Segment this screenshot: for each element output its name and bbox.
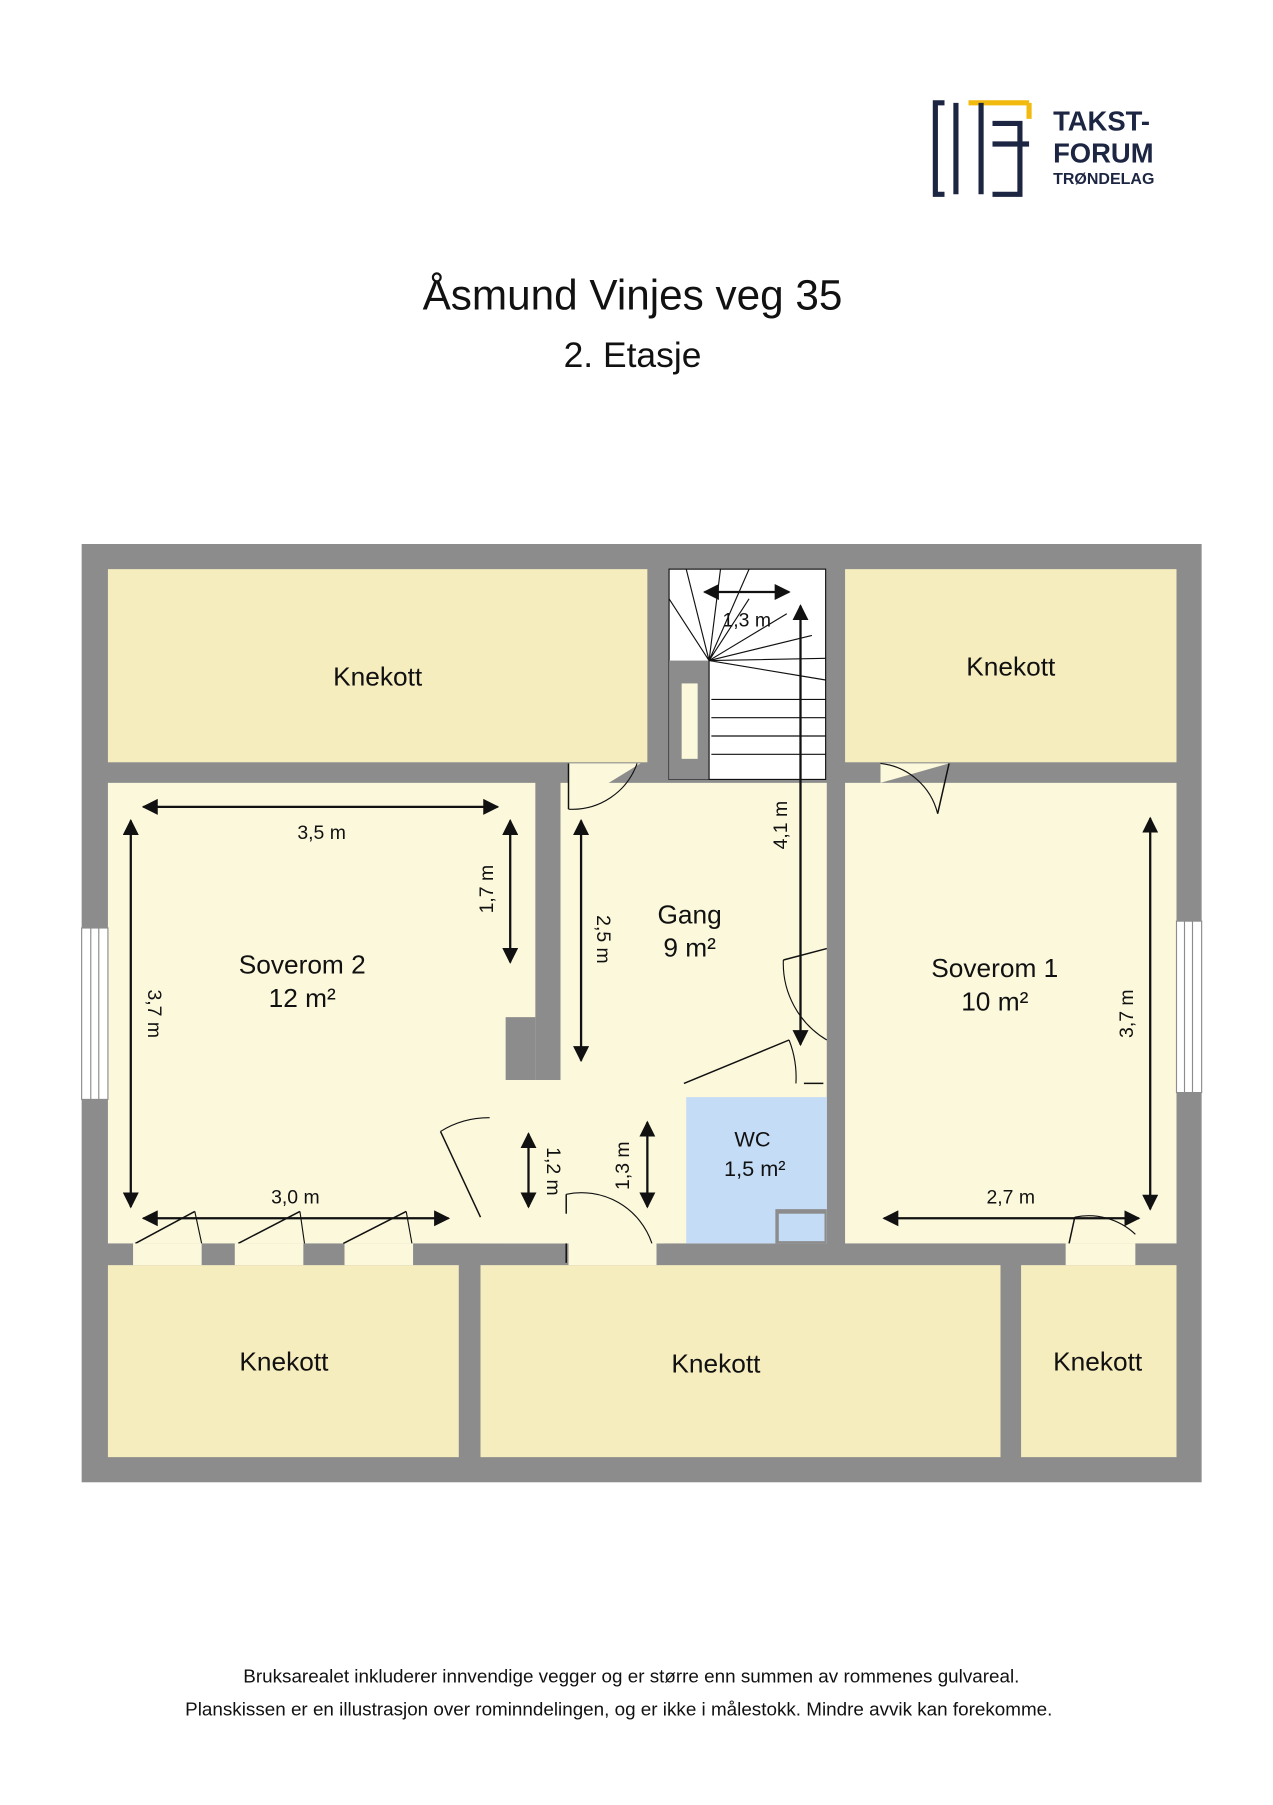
dim-gang-height: 2,5 m xyxy=(592,915,614,964)
wall-openings xyxy=(133,1213,1136,1266)
knekott-bottom-mid xyxy=(480,1265,1001,1458)
label-knekott-bottom-right: Knekott xyxy=(1053,1346,1143,1376)
footer-note-1: Bruksarealet inkluderer innvendige vegge… xyxy=(243,1665,1019,1686)
dim-sov2-height: 3,7 m xyxy=(143,989,165,1038)
label-soverom1-area: 10 m² xyxy=(961,986,1028,1016)
dim-sov1-width: 2,7 m xyxy=(987,1186,1036,1208)
footer-note-2: Planskissen er en illustrasjon over romi… xyxy=(185,1698,1052,1719)
label-knekott-bottom-mid: Knekott xyxy=(671,1349,761,1379)
knekott-bottom-left xyxy=(107,1265,459,1458)
label-soverom2-name: Soverom 2 xyxy=(239,950,366,980)
label-knekott-bottom-left: Knekott xyxy=(239,1346,329,1376)
dimension-labels: 1,3 m 4,1 m 3,5 m 1,7 m 3,7 m 3,0 m 2,5 … xyxy=(143,609,1138,1208)
room-labels: Knekott Knekott Soverom 2 12 m² Gang 9 m… xyxy=(239,651,1143,1378)
soverom-2 xyxy=(107,782,536,1244)
label-soverom2-area: 12 m² xyxy=(269,983,336,1013)
dimension-lines xyxy=(122,584,1159,1227)
logo: TAKST- FORUM TRØNDELAG xyxy=(932,100,1154,197)
closet-wall xyxy=(505,1017,536,1080)
label-gang-name: Gang xyxy=(658,899,722,929)
label-knekott-top-left: Knekott xyxy=(333,662,423,692)
plan-title: Åsmund Vinjes veg 35 xyxy=(423,272,843,319)
dim-sov2-recess: 1,7 m xyxy=(476,865,498,914)
knekott-bottom-right xyxy=(1021,1265,1177,1458)
dim-passage-b: 1,3 m xyxy=(612,1141,634,1190)
floor-label: 2. Etasje xyxy=(564,335,702,375)
label-wc-area: 1,5 m² xyxy=(724,1156,786,1181)
soverom-1 xyxy=(845,782,1177,1244)
dim-sov1-height: 3,7 m xyxy=(1116,989,1138,1038)
label-gang-area: 9 m² xyxy=(663,933,716,963)
knekott-top-right xyxy=(845,569,1177,763)
staircase xyxy=(668,568,827,780)
knekott-top-left xyxy=(107,569,648,763)
dim-stair-height: 4,1 m xyxy=(770,801,792,850)
label-knekott-top-right: Knekott xyxy=(966,651,1056,681)
dim-sov2-width-top: 3,5 m xyxy=(297,822,346,844)
wc-shaft-inner xyxy=(778,1213,825,1242)
logo-line3: TRØNDELAG xyxy=(1053,171,1154,188)
dim-passage-a: 1,2 m xyxy=(542,1147,564,1196)
label-soverom1-name: Soverom 1 xyxy=(931,953,1058,983)
label-wc-name: WC xyxy=(734,1126,770,1151)
dim-stair-width: 1,3 m xyxy=(723,609,772,631)
logo-line2: FORUM xyxy=(1053,137,1153,168)
windows xyxy=(81,920,1203,1100)
doors xyxy=(135,762,1136,1263)
logo-line1: TAKST- xyxy=(1053,105,1150,136)
logo-mark-icon xyxy=(932,100,1032,197)
dim-sov2-width-bottom: 3,0 m xyxy=(271,1186,320,1208)
